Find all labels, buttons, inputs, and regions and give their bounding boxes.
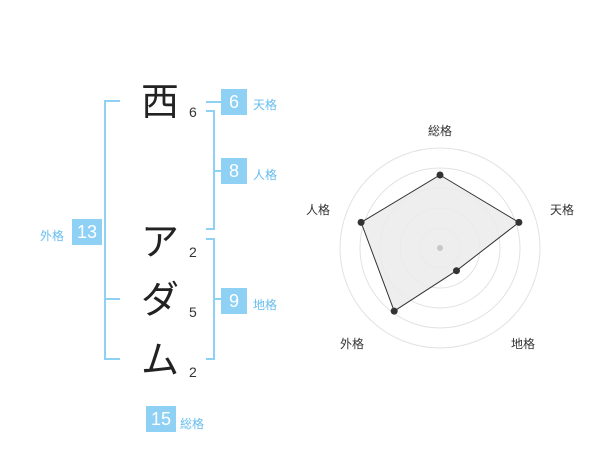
gaikaku-label: 外格 xyxy=(40,229,65,243)
gaikaku-bracket-bottom xyxy=(104,358,120,360)
name-char-4: ム xyxy=(140,338,179,382)
radar-ring xyxy=(339,147,541,349)
radar-polygon xyxy=(360,174,520,312)
gaikaku-box: 13 xyxy=(72,219,102,245)
stroke-count-3: 5 xyxy=(189,304,197,320)
jinkaku-label: 人格 xyxy=(253,168,278,182)
radar-point-chikaku xyxy=(453,267,460,275)
chikaku-connector xyxy=(213,298,221,300)
radar-label-chikaku: 地格 xyxy=(511,337,536,351)
name-char-3: ダ xyxy=(140,278,179,322)
chikaku-bracket-bottom xyxy=(206,358,215,360)
radar-point-tenkaku xyxy=(515,218,523,226)
jinkaku-box: 8 xyxy=(221,158,247,184)
chikaku-label: 地格 xyxy=(253,298,278,312)
radar-ring xyxy=(359,167,521,329)
tenkaku-connector xyxy=(206,101,221,103)
jinkaku-connector xyxy=(213,170,221,172)
radar-point-jinkaku xyxy=(357,218,365,226)
tenkaku-box: 6 xyxy=(221,89,247,115)
stroke-count-1: 6 xyxy=(189,104,197,120)
name-char-1: 西 xyxy=(140,80,179,124)
jinkaku-bracket-bottom xyxy=(206,228,215,230)
chikaku-bracket-top xyxy=(206,238,215,240)
stroke-count-4: 2 xyxy=(189,364,197,380)
chikaku-box: 9 xyxy=(221,288,247,314)
radar-point-gaikaku xyxy=(390,307,398,315)
radar-label-gaikaku: 外格 xyxy=(340,337,365,351)
radar-point-soukaku xyxy=(436,171,444,179)
radar-label-soukaku: 総格 xyxy=(428,124,453,138)
gaikaku-bracket-top xyxy=(104,100,120,102)
name-char-2: ア xyxy=(140,220,179,264)
tenkaku-label: 天格 xyxy=(253,98,278,112)
radar-center-dot xyxy=(437,245,443,251)
gaikaku-bracket-mid xyxy=(104,298,120,300)
radar-label-tenkaku: 天格 xyxy=(550,203,575,217)
jinkaku-bracket-top xyxy=(206,110,215,112)
stroke-count-2: 2 xyxy=(189,244,197,260)
gaikaku-bracket-vertical xyxy=(104,100,106,360)
radar-label-jinkaku: 人格 xyxy=(306,203,331,217)
soukaku-box: 15 xyxy=(146,406,176,432)
soukaku-label: 総格 xyxy=(180,417,205,431)
radar-points xyxy=(357,171,523,315)
